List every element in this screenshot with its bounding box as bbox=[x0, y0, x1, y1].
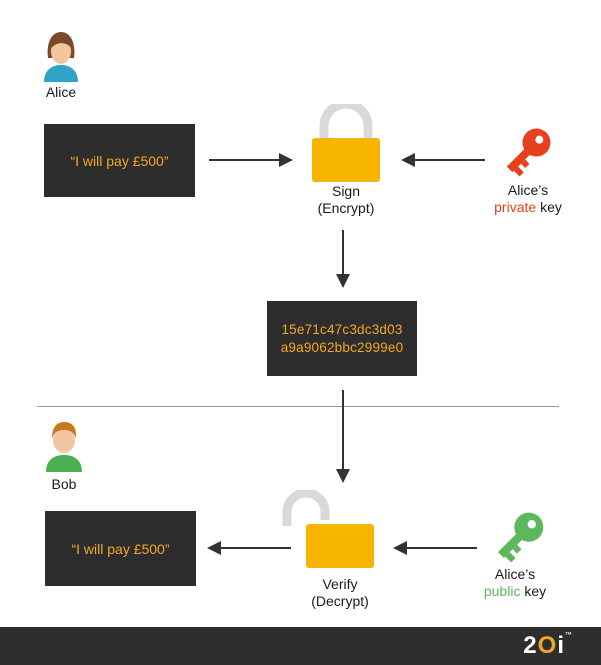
alice-avatar-icon bbox=[44, 32, 78, 82]
hash-line1: 15e71c47c3dc3d03 bbox=[281, 321, 403, 337]
sign-label-line2: (Encrypt) bbox=[317, 200, 375, 216]
public-key-type: public bbox=[483, 583, 521, 599]
verify-label: Verify (Decrypt) bbox=[290, 576, 390, 610]
arrow-left-icon bbox=[207, 541, 291, 555]
signature-hash-box: 15e71c47c3dc3d03 a9a9062bbc2999e0 bbox=[267, 301, 417, 376]
alice-message-text: “I will pay £500” bbox=[70, 152, 169, 169]
arrow-left-icon bbox=[393, 541, 477, 555]
public-key-suffix: key bbox=[524, 583, 547, 599]
verify-label-line1: Verify bbox=[322, 576, 358, 592]
private-key-label: Alice’s private key bbox=[478, 182, 578, 216]
sign-label: Sign (Encrypt) bbox=[296, 183, 396, 217]
alice-label: Alice bbox=[45, 84, 77, 100]
private-key-desc: private key bbox=[478, 199, 578, 216]
bob-avatar-icon bbox=[46, 422, 82, 472]
lock-open-icon bbox=[282, 490, 374, 568]
verify-label-line2: (Decrypt) bbox=[311, 593, 369, 609]
private-key-owner: Alice’s bbox=[507, 182, 549, 198]
logo-trademark: ™ bbox=[565, 632, 573, 639]
private-key-icon bbox=[506, 128, 551, 177]
public-key-owner: Alice’s bbox=[494, 566, 536, 582]
arrow-down-icon bbox=[336, 390, 350, 483]
arrow-left-icon bbox=[401, 153, 485, 167]
private-key-suffix: key bbox=[540, 199, 562, 215]
public-key-desc: public key bbox=[465, 583, 565, 600]
sign-label-line1: Sign bbox=[331, 183, 361, 199]
divider bbox=[37, 406, 559, 407]
footer-bar bbox=[0, 627, 601, 665]
hash-line2: a9a9062bbc2999e0 bbox=[280, 339, 404, 355]
alice-message-box: “I will pay £500” bbox=[44, 124, 195, 197]
brand-logo: 2Oi™ bbox=[523, 632, 573, 660]
public-key-label: Alice’s public key bbox=[465, 566, 565, 600]
arrow-right-icon bbox=[209, 153, 293, 167]
bob-message-box: “I will pay £500” bbox=[45, 511, 196, 586]
public-key-icon bbox=[498, 512, 544, 563]
bob-message-text: “I will pay £500” bbox=[71, 540, 170, 557]
bob-label: Bob bbox=[51, 476, 77, 492]
logo-part-o: O bbox=[537, 632, 558, 659]
logo-part-i: i bbox=[557, 632, 565, 659]
lock-closed-icon bbox=[312, 104, 380, 182]
logo-part-2: 2 bbox=[523, 632, 538, 659]
private-key-type: private bbox=[494, 199, 537, 215]
arrow-down-icon bbox=[336, 230, 350, 288]
